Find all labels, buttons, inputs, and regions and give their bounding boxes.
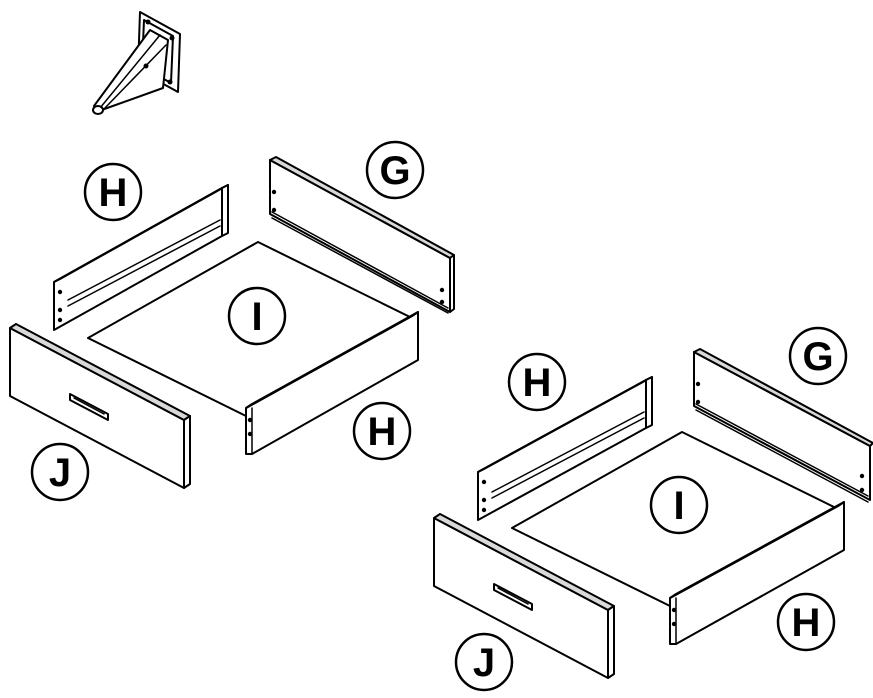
back-panel-right-set xyxy=(693,348,873,503)
label-h-right-set-side-left: H xyxy=(507,352,567,412)
svg-text:J: J xyxy=(49,451,71,495)
label-g-right-set: G xyxy=(788,326,848,386)
side-left-right-set xyxy=(477,376,653,521)
front-panel-right-set xyxy=(433,513,615,679)
side-left-left-set xyxy=(53,184,229,331)
label-h-left-set-side-right: H xyxy=(352,401,412,461)
label-g-left-set: G xyxy=(365,140,425,200)
label-i-left-set: I xyxy=(227,286,287,346)
label-h-left-set-side-left: H xyxy=(83,162,143,222)
svg-text:J: J xyxy=(473,641,495,685)
label-j-left-set: J xyxy=(30,442,90,502)
svg-text:G: G xyxy=(802,335,833,379)
side-right-right-set xyxy=(669,501,845,645)
label-j-right-set: J xyxy=(454,632,514,692)
svg-text:H: H xyxy=(99,171,128,215)
side-right-left-set xyxy=(245,311,419,455)
back-panel-left-set xyxy=(269,156,455,314)
svg-text:I: I xyxy=(251,295,262,339)
leg-part xyxy=(92,11,181,115)
label-i-right-set: I xyxy=(649,475,709,535)
svg-text:H: H xyxy=(792,601,821,645)
label-h-right-set-side-right: H xyxy=(776,592,836,652)
front-panel-left-set xyxy=(9,323,191,489)
svg-text:I: I xyxy=(673,484,684,528)
svg-text:G: G xyxy=(379,149,410,193)
svg-text:H: H xyxy=(523,361,552,405)
svg-text:H: H xyxy=(368,410,397,454)
